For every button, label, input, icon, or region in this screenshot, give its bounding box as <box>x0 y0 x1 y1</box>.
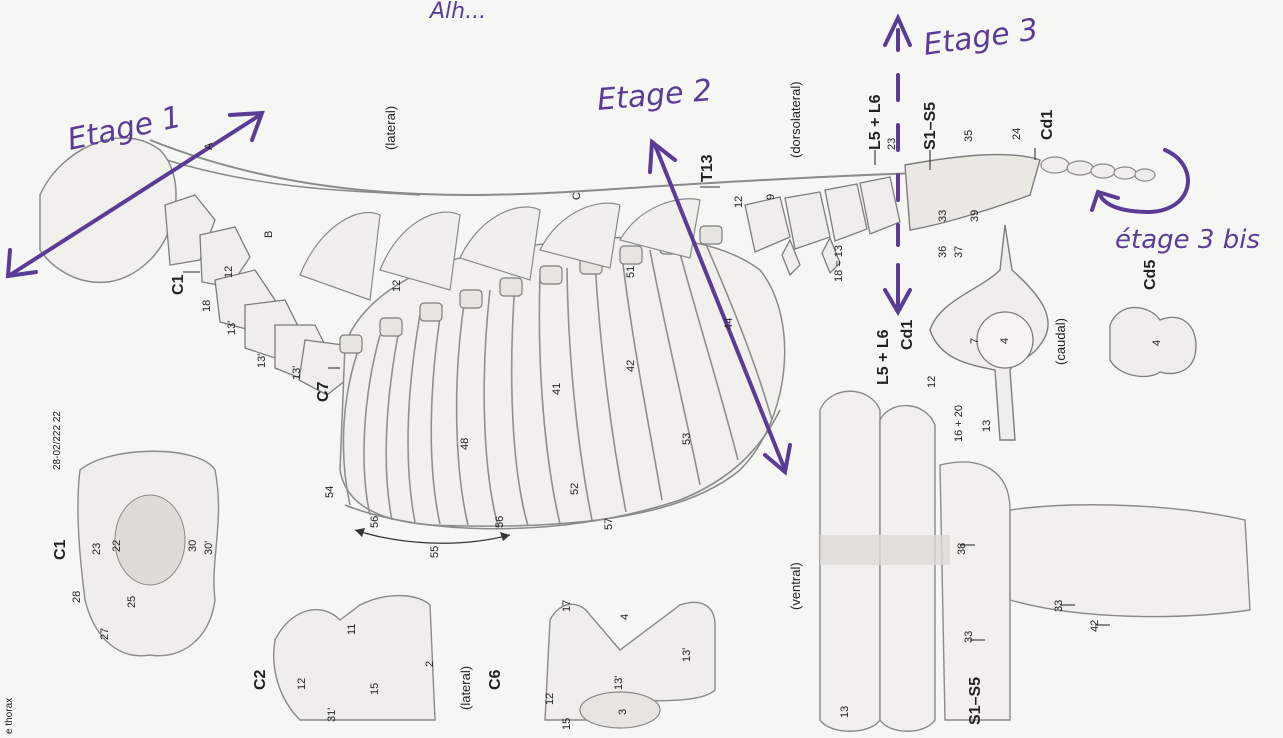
marker-16-20: 16 + 20 <box>953 405 965 442</box>
marker-36: 36 <box>937 246 949 258</box>
label-l5l6-top: L5 + L6 <box>867 94 884 150</box>
marker-c6-15: 15 <box>561 718 573 730</box>
marker-39: 39 <box>969 210 981 222</box>
marker-33-right: 33 <box>1053 600 1065 612</box>
stage2-label: Etage 2 <box>596 73 714 118</box>
marker-c1-30: 30 <box>187 540 199 552</box>
c2-axis-view <box>274 596 435 720</box>
marker-c6-12: 12 <box>544 693 556 705</box>
view-label-caudal: (caudal) <box>1053 318 1068 365</box>
marker-c2-11: 11 <box>346 624 358 635</box>
marker-38: 38 <box>956 543 968 555</box>
marker-56-b: 56 <box>494 516 506 528</box>
marker-35: 35 <box>963 130 975 142</box>
marker-c1-25: 25 <box>126 596 138 608</box>
marker-41: 41 <box>551 383 563 395</box>
arrowhead-55a <box>355 528 365 537</box>
label-s1s5-bottom: S1–S5 <box>967 677 984 725</box>
span-arrow-55 <box>355 530 510 543</box>
marker-4-cd1: 4 <box>999 338 1011 344</box>
stage3-label: Etage 3 <box>921 12 1040 63</box>
stage3bis-label: étage 3 bis <box>1115 225 1260 255</box>
marker-c2-2: 2 <box>424 661 436 667</box>
marker-42-right: 42 <box>1089 620 1101 632</box>
marker-57: 57 <box>603 518 615 530</box>
label-l5l6-mid: L5 + L6 <box>875 329 892 385</box>
marker-A: A <box>203 142 215 150</box>
marker-C: C <box>571 192 583 200</box>
intervertebral-band <box>820 535 950 565</box>
marker-c1-30p: 30' <box>203 541 215 555</box>
arrowhead-55b <box>500 532 510 541</box>
marker-56-a: 56 <box>369 516 381 528</box>
marker-23: 23 <box>886 138 898 150</box>
corner-text: e thorax <box>4 698 15 734</box>
label-s1s5-top: S1–S5 <box>922 102 939 150</box>
marker-12-neck: 12 <box>223 266 235 278</box>
label-c1: C1 <box>170 274 187 295</box>
view-label-lateral-top: (lateral) <box>383 106 398 150</box>
lumbar-vertebrae <box>745 177 900 275</box>
caudal-vertebrae-top <box>1041 157 1155 181</box>
marker-c1-23: 23 <box>91 543 103 555</box>
marker-B: B <box>263 231 275 238</box>
marker-13p-c: 13' <box>291 366 303 380</box>
marker-c6-13p: 13' <box>681 648 693 662</box>
marker-33-sacrum: 33 <box>963 631 975 643</box>
marker-c6-13p-b: 13' <box>613 676 625 690</box>
marker-37: 37 <box>953 246 965 258</box>
marker-53: 53 <box>681 433 693 445</box>
c1-foramen <box>115 495 185 585</box>
marker-12-ribs: 12 <box>391 280 403 292</box>
label-c2: C2 <box>252 669 269 690</box>
label-c1-bottom: C1 <box>52 539 69 560</box>
marker-c2-31: 31' <box>326 708 338 722</box>
marker-c2-12: 12 <box>296 678 308 690</box>
marker-55: 55 <box>429 546 441 558</box>
marker-48: 48 <box>459 438 471 450</box>
marker-54: 54 <box>324 486 336 498</box>
view-label-ventral: (ventral) <box>788 562 803 610</box>
marker-c6-3: 3 <box>617 709 629 715</box>
label-cd1-mid: Cd1 <box>899 320 916 350</box>
view-label-lateral-c2: (lateral) <box>458 666 473 710</box>
marker-c6-4: 4 <box>619 614 631 620</box>
marker-c2-15: 15 <box>369 683 381 695</box>
marker-c6-17: 17 <box>561 600 573 612</box>
marker-44: 44 <box>723 318 735 330</box>
label-cd5: Cd5 <box>1142 260 1159 290</box>
marker-42: 42 <box>625 360 637 372</box>
side-code: 28-02/222 22 <box>52 411 63 470</box>
label-cd1-top: Cd1 <box>1039 110 1056 140</box>
label-t13: T13 <box>699 154 716 182</box>
marker-51: 51 <box>625 266 637 278</box>
marker-52: 52 <box>569 483 581 495</box>
top-partial-handwriting: Alh... <box>428 0 486 24</box>
marker-24: 24 <box>1011 128 1023 140</box>
marker-13-cd1: 13 <box>981 420 993 432</box>
marker-4-cd5: 4 <box>1151 340 1163 346</box>
label-c6: C6 <box>487 669 504 690</box>
view-label-dorsolateral: (dorsolateral) <box>788 81 803 158</box>
marker-c1-22: 22 <box>111 540 123 552</box>
marker-18-13: 18 = 13 <box>833 245 845 282</box>
marker-12-cd1: 12 <box>926 376 938 388</box>
marker-18-neck: 18 <box>201 300 213 312</box>
marker-c1-27: 27 <box>99 628 111 640</box>
marker-13p-b: 13' <box>256 354 268 368</box>
marker-13-ventral: 13 <box>839 706 851 718</box>
marker-13p-a: 13' <box>226 321 238 335</box>
marker-12-lumbar: 12 <box>733 196 745 208</box>
marker-9: 9 <box>765 194 777 200</box>
marker-33: 33 <box>937 210 949 222</box>
label-c7: C7 <box>315 381 332 402</box>
marker-7-cd1: 7 <box>969 338 981 344</box>
marker-c1-28: 28 <box>71 591 83 603</box>
